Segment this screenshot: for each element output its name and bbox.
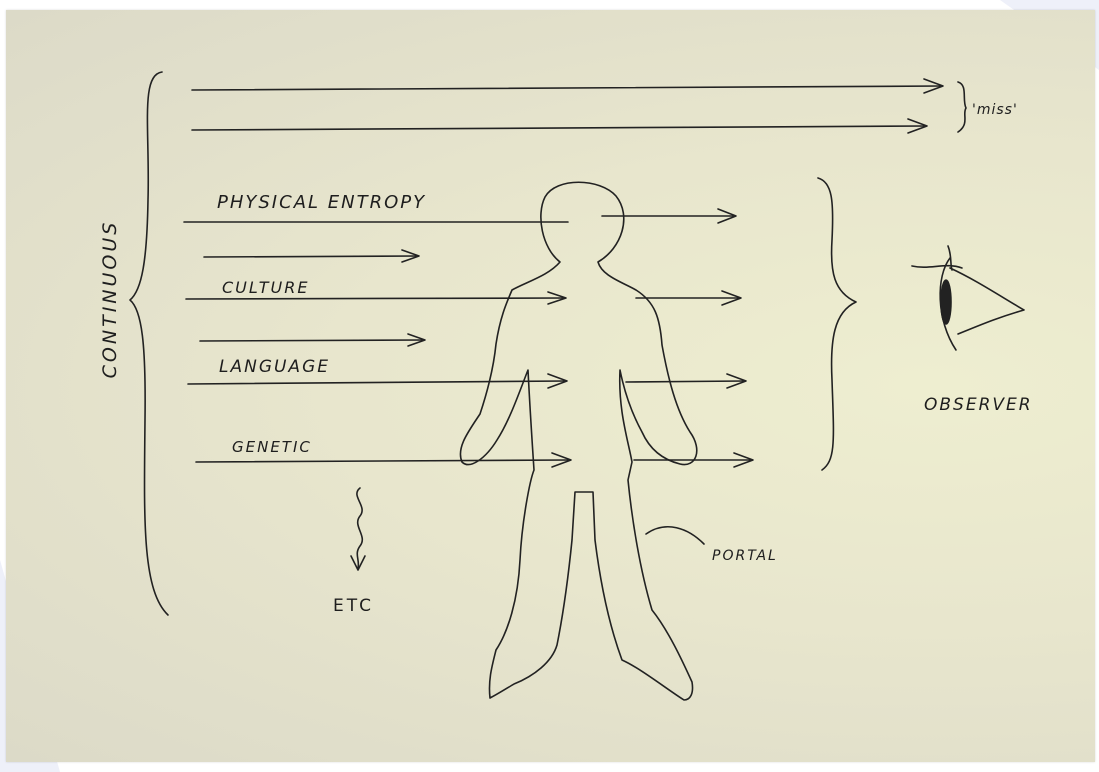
- label-miss: 'miss': [972, 102, 1018, 118]
- miss-arrow-1: [192, 79, 943, 93]
- miss-brace: [958, 82, 966, 132]
- continuous-brace: [130, 72, 168, 615]
- label-etc: ETC: [333, 596, 374, 616]
- label-physical-entropy: PHYSICAL ENTROPY: [217, 192, 426, 213]
- label-genetic: GENETIC: [232, 438, 312, 456]
- observer-brace: [818, 178, 856, 470]
- label-culture: CULTURE: [222, 278, 309, 297]
- short-arrow-1: [204, 250, 419, 262]
- portal-pointer-line: [646, 527, 704, 544]
- short-arrow-2: [200, 334, 425, 346]
- human-silhouette-portal: [460, 182, 696, 700]
- label-continuous: CONTINUOUS: [99, 209, 121, 389]
- observer-eye-icon: [912, 246, 1024, 350]
- label-language: LANGUAGE: [219, 357, 330, 377]
- label-portal: PORTAL: [712, 548, 778, 564]
- etc-squiggle-arrow: [351, 488, 365, 570]
- miss-arrow-2: [192, 119, 927, 133]
- label-observer: OBSERVER: [924, 395, 1033, 415]
